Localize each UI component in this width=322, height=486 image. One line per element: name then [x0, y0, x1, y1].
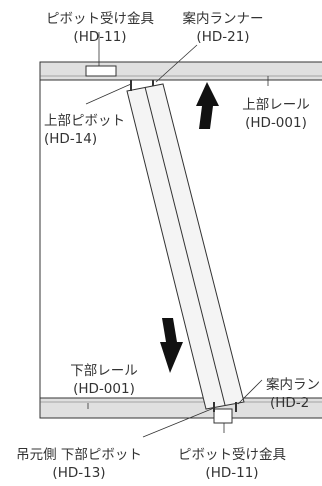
label-upper-pivot: 上部ピボット (HD-14)	[44, 112, 125, 148]
label-guide-runner-top-code: (HD-21)	[196, 29, 250, 45]
leader-guide-runner-top	[155, 44, 198, 83]
upper-rail	[39, 61, 322, 81]
label-lower-rail-name: 下部レール	[70, 363, 138, 379]
label-lower-pivot: 吊元側 下部ピボット (HD-13)	[0, 446, 158, 482]
arrow-down-icon	[160, 318, 183, 373]
label-pivot-receiver-bottom-name: ピボット受け金具	[178, 447, 286, 463]
label-guide-runner-bottom-code: (HD-2	[270, 395, 310, 411]
label-pivot-receiver-bottom-code: (HD-11)	[205, 465, 259, 481]
label-guide-runner-top: 案内ランナー (HD-21)	[168, 10, 278, 46]
door-panel-edge-line	[144, 86, 226, 406]
label-upper-rail: 上部レール (HD-001)	[232, 96, 320, 132]
label-lower-rail-code: (HD-001)	[73, 381, 135, 397]
pivot-receiver-top	[85, 65, 117, 77]
label-upper-rail-name: 上部レール	[242, 97, 310, 113]
leader-upper-pivot	[85, 83, 132, 105]
label-upper-pivot-code: (HD-14)	[44, 131, 98, 147]
arrow-up-icon	[196, 82, 219, 129]
label-pivot-receiver-top-code: (HD-11)	[73, 29, 127, 45]
label-lower-rail: 下部レール (HD-001)	[54, 362, 154, 398]
label-guide-runner-top-name: 案内ランナー	[182, 11, 264, 27]
leader-guide-runner-bottom	[237, 379, 263, 405]
label-lower-pivot-code: (HD-13)	[52, 465, 106, 481]
label-lower-pivot-name: 吊元側 下部ピボット	[16, 447, 142, 463]
label-guide-runner-bottom: 案内ラン (HD-2	[266, 376, 320, 412]
label-pivot-receiver-bottom: ピボット受け金具 (HD-11)	[158, 446, 306, 482]
label-pivot-receiver-top-name: ピボット受け金具	[46, 11, 154, 27]
label-upper-pivot-name: 上部ピボット	[44, 113, 125, 129]
label-guide-runner-bottom-name: 案内ラン	[266, 377, 320, 393]
label-upper-rail-code: (HD-001)	[245, 115, 307, 131]
lower-rail	[39, 397, 322, 419]
pivot-receiver-bottom	[213, 408, 233, 424]
label-pivot-receiver-top: ピボット受け金具 (HD-11)	[26, 10, 174, 46]
leader-lower-pivot	[142, 407, 215, 438]
